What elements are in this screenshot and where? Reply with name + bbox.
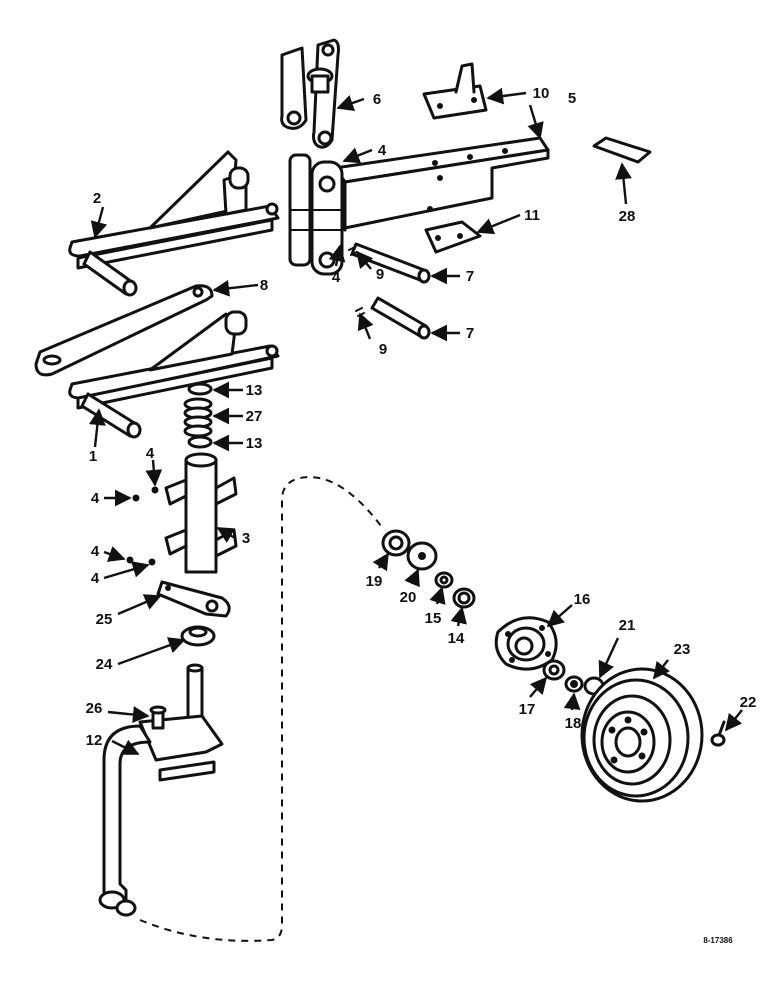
figure-code: 8-17386	[703, 936, 733, 945]
callout-17: 17	[519, 701, 536, 718]
callout-7-upper: 7	[466, 268, 474, 285]
callout-9-lower: 9	[379, 341, 387, 358]
callout-13-lower: 13	[246, 435, 263, 452]
part-7-pin-lower	[370, 296, 431, 340]
callout-2: 2	[93, 190, 101, 207]
callout-4-lower-a: 4	[91, 543, 100, 560]
callout-13-upper: 13	[246, 382, 263, 399]
callout-18: 18	[565, 715, 582, 732]
part-14-hub	[494, 616, 558, 671]
part-4-pin-d	[148, 558, 156, 566]
callout-28: 28	[619, 208, 636, 225]
part-4-pin-a	[151, 486, 159, 494]
callout-12: 12	[86, 732, 103, 749]
callout-9-upper: 9	[376, 266, 384, 283]
part-4-pin-b	[132, 494, 140, 502]
part-8-lower-arm	[34, 284, 214, 377]
callout-26: 26	[86, 700, 103, 717]
part-24-collar	[180, 625, 216, 647]
part-4-mount-bracket	[288, 153, 346, 276]
part-17-bearing-cone	[542, 659, 566, 681]
callout-6: 6	[373, 91, 381, 108]
part-18-nut	[564, 675, 584, 693]
part-20-washer	[406, 541, 438, 571]
callout-15: 14	[448, 630, 465, 647]
callout-19: 19	[366, 573, 383, 590]
callout-11: 11	[524, 207, 540, 224]
part-28-plate	[592, 136, 652, 164]
callout-4-top: 4	[378, 142, 387, 159]
part-25-plate	[156, 580, 231, 618]
part-1-lower-arm-assembly	[68, 310, 280, 439]
callout-20: 20	[400, 589, 417, 606]
part-11-bracket	[424, 220, 482, 254]
callout-7-lower: 7	[466, 325, 474, 342]
callout-4-pin-top: 4	[146, 445, 155, 462]
callout-27: 27	[246, 408, 263, 425]
callout-10: 10	[533, 85, 550, 102]
callout-25: 25	[96, 611, 113, 628]
part-22-wheel-bolt	[710, 720, 726, 747]
callout-23: 23	[674, 641, 691, 658]
callout-3: 3	[242, 530, 250, 547]
part-12-caster-spindle	[98, 663, 224, 917]
callout-8: 8	[260, 277, 268, 294]
part-3-vertical-tube	[164, 452, 238, 574]
callout-labels: 2 5 6 4 10 28 11 7 7 9 9 4 8 1 13 27 13 …	[86, 85, 757, 749]
callout-16: 15	[425, 610, 442, 627]
part-13-washer-upper	[187, 382, 213, 396]
part-4-pin-c	[126, 556, 134, 564]
part-16-bearing-cone	[434, 571, 454, 589]
part-6-link-plates	[280, 38, 340, 149]
part-15-bearing-cup	[452, 587, 476, 609]
callout-4-bracket: 4	[332, 269, 341, 286]
part-13-washer-lower	[187, 435, 213, 449]
callout-5: 5	[568, 90, 576, 107]
callout-14: 16	[574, 591, 591, 608]
part-5-frame-bar	[333, 136, 550, 232]
callout-24: 24	[96, 656, 113, 673]
part-10-bracket	[422, 62, 488, 120]
part-27-spring	[183, 397, 213, 438]
callout-leaders	[89, 87, 743, 756]
part-19-seal	[381, 529, 411, 557]
callout-1: 1	[89, 448, 97, 465]
part-7-pin-upper	[350, 242, 431, 284]
part-23-wheel-rim	[580, 667, 704, 803]
callout-21: 21	[619, 617, 636, 634]
part-26-bolt	[149, 705, 167, 730]
part-2-upper-arm	[68, 150, 280, 297]
callout-22: 22	[740, 694, 757, 711]
callout-4-lower-b: 4	[91, 570, 100, 587]
assembly-dashed-line	[139, 476, 385, 942]
callout-4-pin-left: 4	[91, 490, 100, 507]
